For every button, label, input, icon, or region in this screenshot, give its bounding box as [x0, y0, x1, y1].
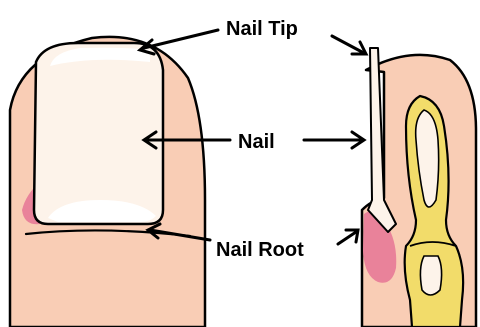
nail-label: Nail: [238, 131, 275, 153]
finger-side-view: [362, 48, 476, 327]
nail-tip-arrow-right: [332, 36, 362, 52]
nail-tip-arrow-left: [144, 30, 218, 48]
nail-root-label: Nail Root: [216, 239, 304, 261]
nail-tip-label: Nail Tip: [226, 18, 298, 40]
nail-plate-front: [34, 43, 163, 224]
nail-root-arrow-right: [338, 232, 356, 244]
bone-marrow-lower: [420, 256, 441, 295]
finger-front-view: [10, 37, 205, 327]
